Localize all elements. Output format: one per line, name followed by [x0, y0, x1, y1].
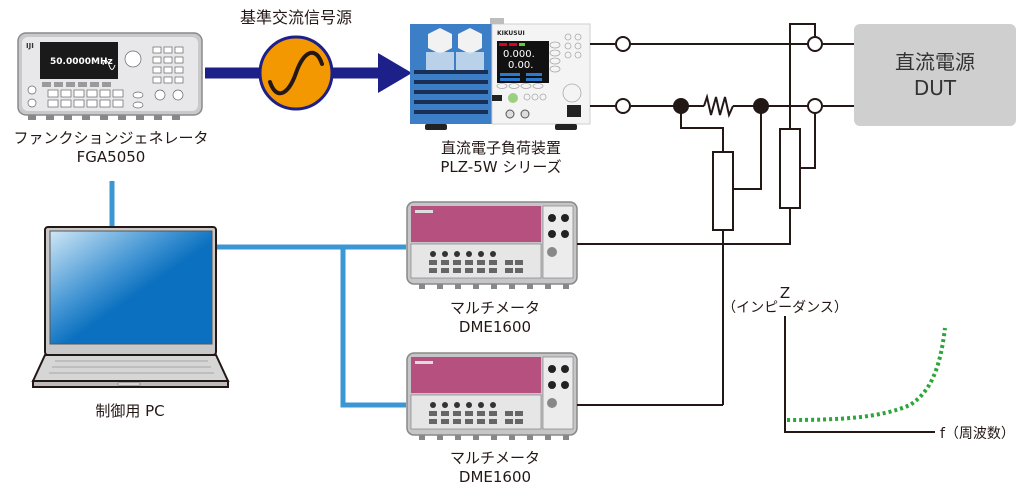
sine-wave-icon	[268, 50, 324, 96]
impedance-graph: Z （インピーダンス） f（周波数）	[722, 284, 1015, 442]
load-terminal-plus[interactable]	[615, 36, 631, 52]
dut-name: 直流電源	[895, 50, 975, 74]
svg-text:IJI: IJI	[26, 42, 34, 50]
function-generator-name: ファンクションジェネレータ	[13, 129, 209, 147]
probe-1-icon[interactable]	[712, 151, 734, 231]
load-display-line1: 0.000.	[503, 49, 535, 60]
probe-2-icon[interactable]	[779, 128, 801, 209]
multimeter-1-model: DME1600	[458, 318, 532, 336]
signal-source-title: 基準交流信号源	[239, 8, 352, 27]
junction-node-1	[673, 98, 689, 114]
function-generator-label: ファンクションジェネレータ FGA5050	[0, 129, 222, 167]
function-generator-image: 50.0000MHz IJI	[17, 32, 203, 120]
load-display-line2: 0.00.	[508, 60, 533, 71]
multimeter-2-image	[406, 352, 578, 440]
svg-text:KIKUSUI: KIKUSUI	[497, 30, 525, 37]
multimeter-2-name: マルチメータ	[449, 449, 540, 467]
multimeter-1-label: マルチメータ DME1600	[420, 299, 570, 337]
junction-node-2	[753, 98, 769, 114]
control-cables	[109, 181, 406, 408]
reference-signal-path	[205, 35, 412, 111]
impedance-curve	[786, 327, 947, 422]
terminals	[615, 36, 823, 114]
laptop-pc-image	[31, 226, 230, 388]
dut-terminal-plus[interactable]	[807, 36, 823, 52]
graph-x-label: f（周波数）	[940, 426, 1015, 442]
graph-axes	[784, 316, 935, 433]
dut-terminal-minus[interactable]	[807, 98, 823, 114]
graph-y-sublabel: （インピーダンス）	[722, 300, 848, 316]
electronic-load-image: KIKUSUI 0.000. 0.00.	[410, 18, 591, 130]
function-generator-model: FGA5050	[76, 148, 146, 166]
fg-display-value: 50.0000MHz	[50, 57, 113, 67]
dut-box[interactable]: 直流電源 DUT	[854, 24, 1016, 126]
dut-model: DUT	[913, 76, 957, 100]
electronic-load-label: 直流電子負荷装置 PLZ-5W シリーズ	[420, 139, 582, 177]
pc-to-meter2-cable	[340, 247, 406, 408]
pc-label: 制御用 PC	[95, 402, 165, 420]
electronic-load-model: PLZ-5W シリーズ	[440, 158, 562, 176]
shunt-resistor-icon	[703, 93, 734, 119]
multimeter-2-model: DME1600	[458, 468, 532, 486]
multimeter-1-image	[406, 201, 578, 289]
multimeter-2-label: マルチメータ DME1600	[420, 449, 570, 487]
circuit-wiring	[577, 23, 854, 406]
arrow-head-icon	[378, 53, 412, 93]
multimeter-1-name: マルチメータ	[449, 299, 540, 317]
electronic-load-name: 直流電子負荷装置	[440, 139, 561, 157]
load-terminal-minus[interactable]	[615, 98, 631, 114]
graph-y-label: Z	[780, 284, 790, 302]
